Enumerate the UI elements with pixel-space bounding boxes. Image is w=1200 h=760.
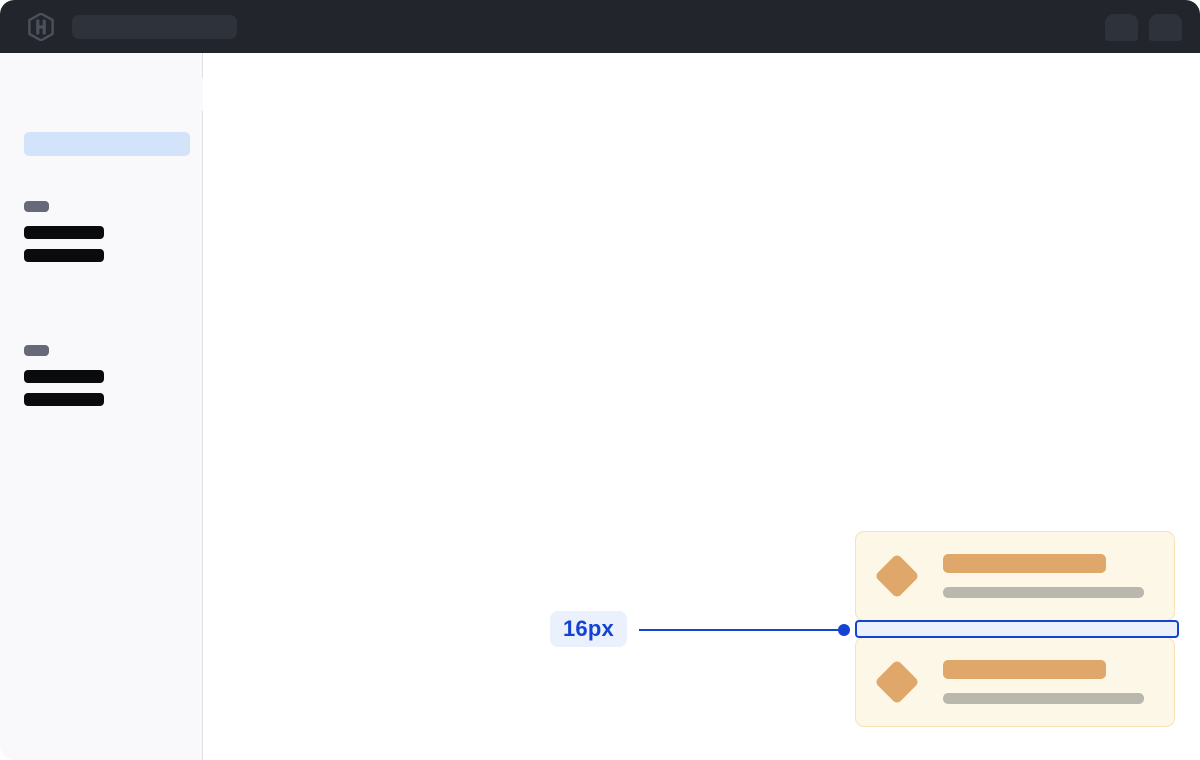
list-item-subtitle [943, 587, 1144, 598]
sidebar-group-label [24, 201, 49, 212]
sidebar-group-1 [24, 201, 104, 272]
sidebar-group-2 [24, 345, 104, 416]
measure-leader-line [639, 628, 844, 631]
body-area: 16px [0, 53, 1200, 760]
sidebar-group-label [24, 345, 49, 356]
sidebar-item-1-2[interactable] [24, 249, 104, 262]
nav-tab-skeleton-2[interactable] [1149, 14, 1182, 41]
card-list [855, 531, 1175, 727]
list-item-text [943, 554, 1154, 598]
sidebar-item-1-1[interactable] [24, 226, 104, 239]
list-item-title [943, 660, 1106, 679]
sidebar [0, 53, 218, 760]
search-input[interactable] [72, 14, 237, 39]
nav-tab-skeleton-1[interactable] [1105, 14, 1138, 41]
measure-endpoint-dot [838, 623, 850, 636]
gap-highlight-region [855, 620, 1179, 638]
list-item[interactable] [855, 531, 1175, 621]
spacing-measurement-label: 16px [550, 611, 627, 647]
list-item-text [943, 660, 1154, 704]
sidebar-item-active[interactable] [24, 132, 190, 156]
list-item-subtitle [943, 693, 1144, 704]
list-item-title [943, 554, 1106, 573]
topbar-actions [1105, 0, 1182, 53]
top-navigation-bar [0, 0, 1200, 53]
diamond-icon [874, 659, 920, 705]
sidebar-item-2-2[interactable] [24, 393, 104, 406]
main-content: 16px [203, 53, 1200, 760]
sidebar-item-2-1[interactable] [24, 370, 104, 383]
list-item[interactable] [855, 637, 1175, 727]
diamond-icon [874, 553, 920, 599]
hashicorp-logo-icon[interactable] [28, 12, 54, 41]
